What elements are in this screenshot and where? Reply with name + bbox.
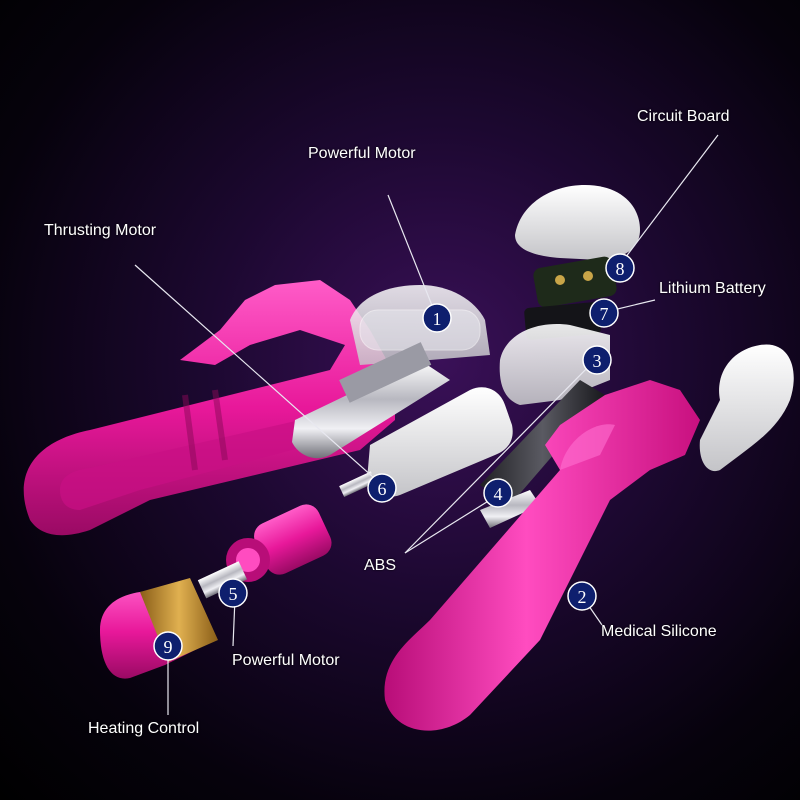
badge-6-number: 6: [378, 479, 387, 499]
badge-4-number: 4: [494, 484, 503, 504]
handle: [699, 344, 794, 472]
badge-8: 8: [605, 253, 635, 283]
badge-9: 9: [153, 631, 183, 661]
label-powerful-motor-top: Powerful Motor: [308, 145, 416, 162]
metal-shaft: [480, 380, 605, 528]
circuit-board-cap: [515, 185, 640, 260]
label-medical-silicone: Medical Silicone: [601, 623, 717, 640]
circuit-board: [533, 256, 617, 308]
badge-5-number: 5: [229, 584, 238, 604]
small-motor: [197, 504, 332, 599]
label-abs: ABS: [364, 557, 397, 574]
left-silicone-shell: [23, 280, 395, 536]
badge-5: 5: [218, 578, 248, 608]
badge-7: 7: [589, 298, 619, 328]
label-circuit-board: Circuit Board: [637, 108, 730, 125]
badge-2-number: 2: [578, 587, 587, 607]
label-heating-control: Heating Control: [88, 720, 200, 737]
badge-9-number: 9: [164, 637, 173, 657]
badge-4: 4: [483, 478, 513, 508]
badge-3: 3: [582, 345, 612, 375]
badge-6: 6: [367, 473, 397, 503]
heating-control: [100, 578, 218, 679]
label-thrusting-motor: Thrusting Motor: [44, 222, 157, 239]
badge-3-number: 3: [593, 351, 602, 371]
medical-silicone-body: [384, 380, 700, 731]
badge-2: 2: [567, 581, 597, 611]
label-lithium-battery: Lithium Battery: [659, 280, 766, 297]
badge-1-number: 1: [433, 309, 442, 329]
badge-7-number: 7: [600, 304, 609, 324]
thrusting-motor: [292, 342, 450, 459]
battery-cylinder: [339, 387, 513, 498]
badge-8-number: 8: [616, 259, 625, 279]
badge-1: 1: [422, 303, 452, 333]
label-powerful-motor-bottom: Powerful Motor: [232, 652, 340, 669]
